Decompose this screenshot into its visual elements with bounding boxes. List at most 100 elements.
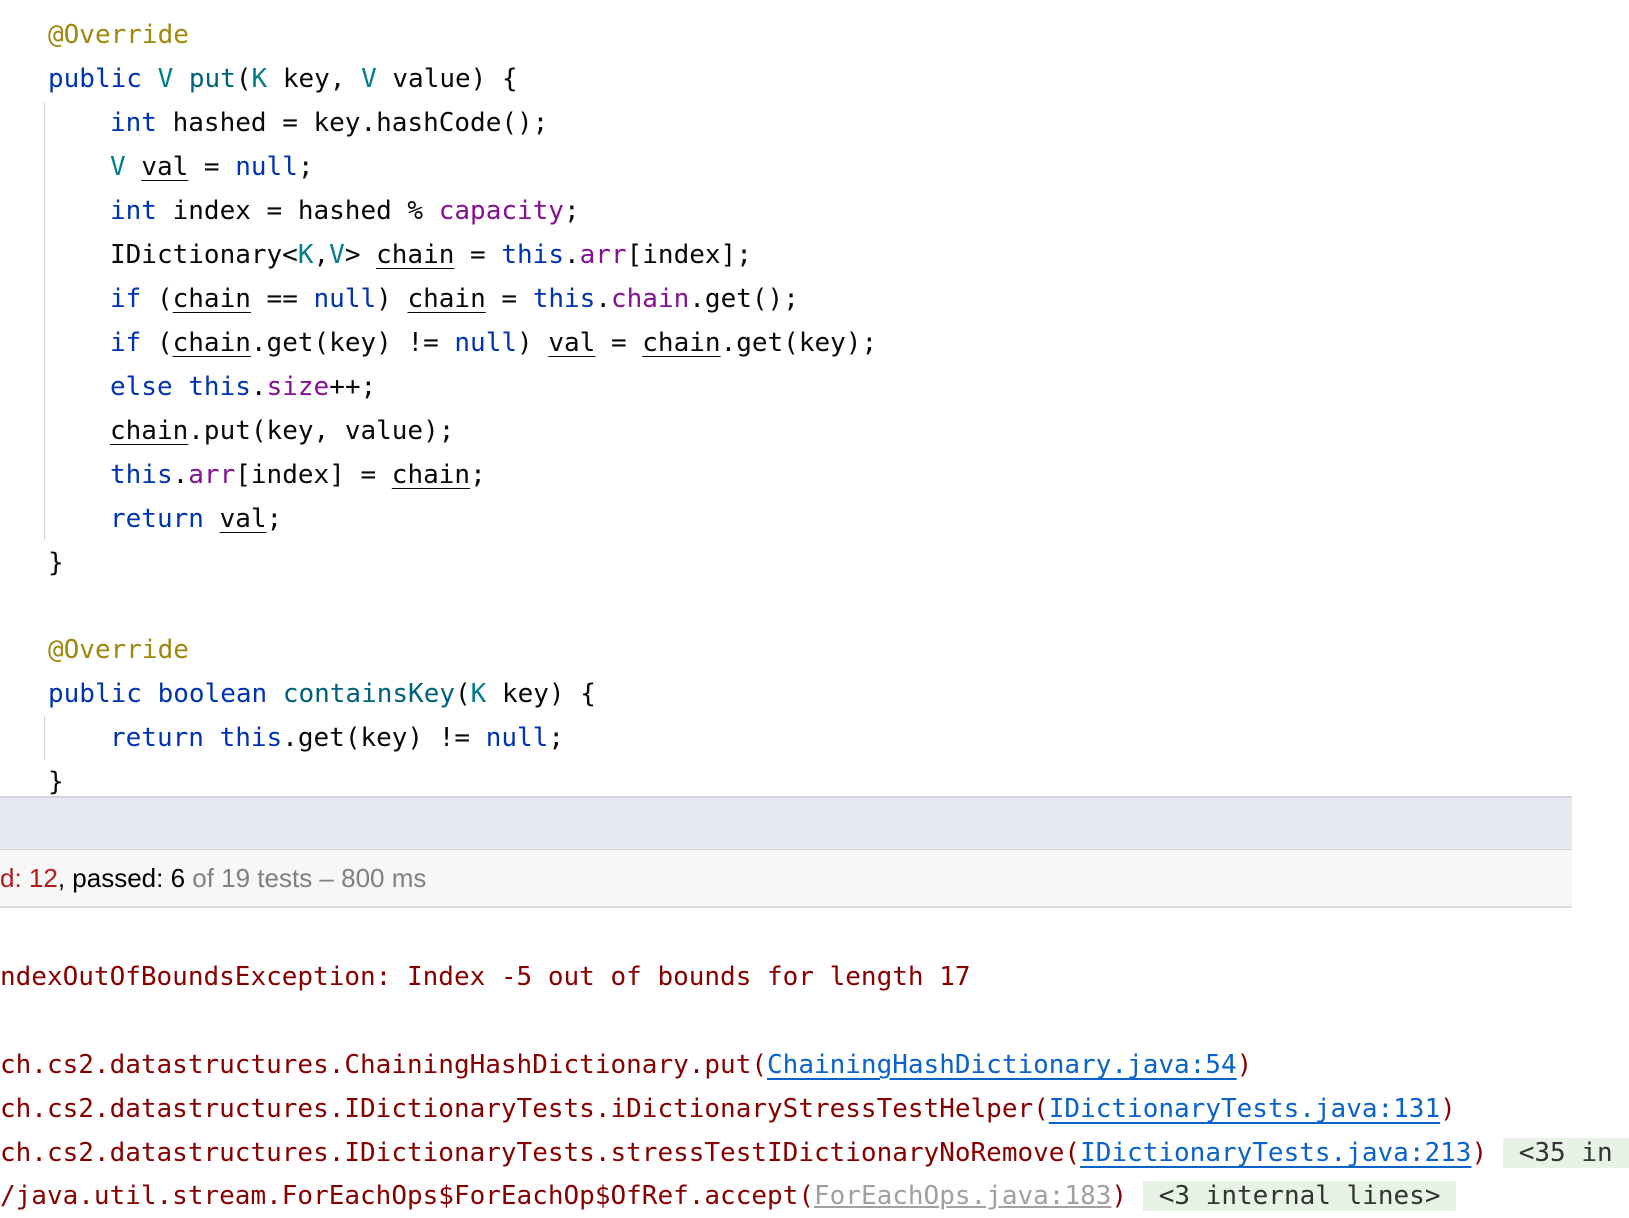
panel-splitter[interactable] (0, 796, 1572, 850)
trace-frame: /java.util.stream.ForEachOps$ForEachOp$O… (0, 1181, 814, 1211)
trace-frame: ) (1111, 1181, 1128, 1211)
trace-frame: ch.cs2.datastructures.ChainingHashDictio… (0, 1050, 768, 1080)
code-line: @Override (48, 13, 189, 57)
keyword: public (48, 64, 142, 94)
code-line: @Override (48, 628, 189, 672)
keyword: null (485, 723, 549, 753)
code-line: return val; (110, 497, 282, 541)
indent-guide (44, 716, 45, 760)
indent-guide (44, 102, 45, 540)
keyword: if (110, 284, 142, 314)
code-text (173, 372, 189, 402)
type-name: K (297, 240, 314, 270)
trace-frame: ch.cs2.datastructures.IDictionaryTests.s… (0, 1138, 1081, 1168)
reassigned-variable: val (219, 504, 267, 534)
code-text: .get(key) != (282, 723, 486, 753)
field-name: arr (579, 240, 627, 270)
code-text: ( (141, 328, 173, 358)
code-line: this.arr[index] = chain; (110, 453, 486, 497)
code-text: . (595, 284, 611, 314)
code-line: chain.put(key, value); (110, 409, 454, 453)
code-editor[interactable]: @Override public V put(K key, V value) {… (0, 0, 1572, 797)
code-text: == (250, 284, 314, 314)
reassigned-variable: chain (642, 328, 721, 358)
field-name: size (266, 372, 330, 402)
source-link[interactable]: IDictionaryTests.java:131 (1048, 1094, 1441, 1124)
code-line: IDictionary<K,V> chain = this.arr[index]… (110, 233, 752, 277)
code-text: ) (517, 328, 549, 358)
exception-message: ndexOutOfBoundsException: Index -5 out o… (0, 962, 971, 992)
source-link[interactable]: IDictionaryTests.java:213 (1080, 1138, 1472, 1168)
keyword: null (235, 152, 298, 182)
reassigned-variable: val (548, 328, 596, 358)
source-link[interactable]: ChainingHashDictionary.java:54 (767, 1050, 1237, 1080)
code-text: ; (297, 152, 314, 182)
code-text: [index]; (626, 240, 752, 270)
code-text (204, 504, 220, 534)
code-text: , (313, 240, 330, 270)
trace-frame: ch.cs2.datastructures.IDictionaryTests.i… (0, 1094, 1049, 1124)
type-name: V (329, 240, 345, 270)
code-text: = (188, 152, 236, 182)
stack-trace-line: ch.cs2.datastructures.IDictionaryTests.i… (0, 1087, 1456, 1131)
code-text: ( (141, 284, 173, 314)
reassigned-variable: chain (110, 416, 189, 446)
code-text: ; (548, 723, 564, 753)
reassigned-variable: val (141, 152, 189, 182)
keyword: return (110, 504, 204, 534)
type-name: V (361, 64, 377, 94)
code-line: if (chain == null) chain = this.chain.ge… (110, 277, 799, 321)
code-text: ; (266, 504, 283, 534)
code-text: . (172, 460, 189, 490)
code-text: . (250, 372, 267, 402)
console-output[interactable]: ndexOutOfBoundsException: Index -5 out o… (0, 908, 1629, 1211)
reassigned-variable: chain (172, 284, 251, 314)
code-text: = (454, 240, 502, 270)
code-text: . (564, 240, 580, 270)
keyword: if (110, 328, 142, 358)
code-text: [index] = (235, 460, 392, 490)
trace-frame: ) (1471, 1138, 1488, 1168)
type-name: K (470, 679, 487, 709)
code-text (204, 723, 220, 753)
code-text: ( (455, 679, 471, 709)
reassigned-variable: chain (172, 328, 251, 358)
code-text: value) { (376, 64, 518, 94)
code-text: .get(key); (720, 328, 878, 358)
field-name: arr (188, 460, 236, 490)
code-text: = (595, 328, 643, 358)
keyword: null (454, 328, 518, 358)
code-line: } (48, 760, 64, 804)
reassigned-variable: chain (391, 460, 471, 490)
keyword: else (110, 372, 173, 402)
keyword: this (110, 460, 173, 490)
code-text: key) { (486, 679, 596, 709)
code-text: } (48, 548, 64, 578)
code-line: } (48, 541, 64, 585)
keyword: this (532, 284, 596, 314)
code-text: index = hashed % (156, 196, 439, 226)
code-line: return this.get(key) != null; (110, 716, 564, 760)
code-text: ++; (329, 372, 377, 402)
source-link[interactable]: ForEachOps.java:183 (813, 1181, 1112, 1211)
code-text: > (344, 240, 377, 270)
type-name: V (110, 152, 126, 182)
keyword: boolean (157, 679, 268, 709)
keyword: this (501, 240, 564, 270)
folded-lines-toggle[interactable]: <35 in (1502, 1138, 1629, 1168)
code-text: ; (470, 460, 486, 490)
stack-trace-line: ch.cs2.datastructures.IDictionaryTests.s… (0, 1131, 1629, 1175)
type-name: K (251, 64, 268, 94)
failed-count: d: 12 (0, 863, 58, 893)
keyword: null (313, 284, 377, 314)
stack-trace-line: /java.util.stream.ForEachOps$ForEachOp$O… (0, 1174, 1457, 1218)
folded-lines-toggle[interactable]: <3 internal lines> (1142, 1181, 1457, 1211)
reassigned-variable: chain (407, 284, 486, 314)
test-summary-text: of 19 tests – 800 ms (185, 863, 427, 893)
code-line: if (chain.get(key) != null) val = chain.… (110, 321, 877, 365)
keyword: int (110, 108, 157, 138)
trace-frame: ) (1440, 1094, 1456, 1124)
passed-count: , passed: 6 (57, 863, 186, 893)
test-results-summary: d: 12, passed: 6 of 19 tests – 800 ms (0, 850, 1572, 908)
code-line: V val = null; (110, 145, 314, 189)
